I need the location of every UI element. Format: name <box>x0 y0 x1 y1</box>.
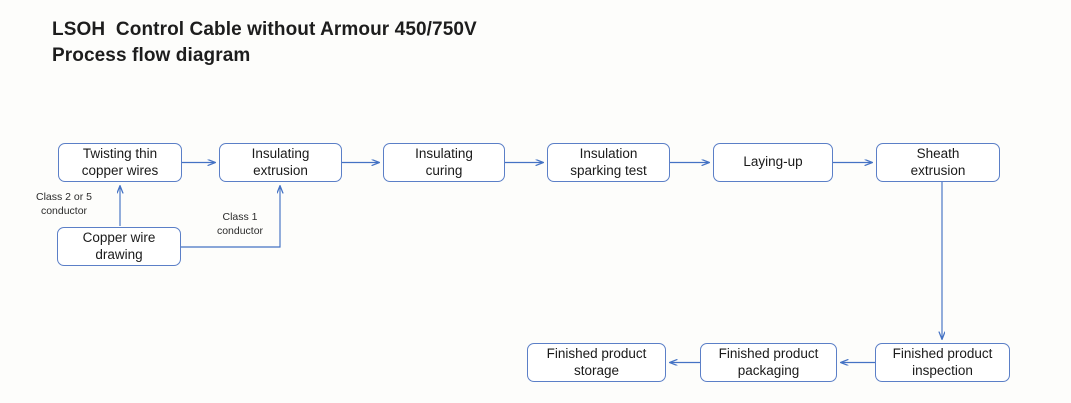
node-finished-product-inspection[interactable]: Finished product inspection <box>875 343 1010 382</box>
page-title: LSOH Control Cable without Armour 450/75… <box>52 17 752 69</box>
node-label: Finished product packaging <box>718 346 819 378</box>
node-laying-up[interactable]: Laying-up <box>713 143 833 182</box>
node-label: Laying-up <box>743 154 803 170</box>
node-label: Finished product inspection <box>892 346 993 378</box>
node-label: Finished product storage <box>546 346 647 378</box>
node-insulating-extrusion[interactable]: Insulating extrusion <box>219 143 342 182</box>
node-copper-wire-drawing[interactable]: Copper wire drawing <box>57 227 181 266</box>
node-label: Sheath extrusion <box>910 146 966 178</box>
node-label: Copper wire drawing <box>82 230 156 262</box>
node-insulating-curing[interactable]: Insulating curing <box>383 143 505 182</box>
node-label: Twisting thin copper wires <box>81 146 159 178</box>
edge-label-class-2-or-5-conductor: Class 2 or 5 conductor <box>35 191 93 217</box>
node-finished-product-packaging[interactable]: Finished product packaging <box>700 343 837 382</box>
edge-label-class-1-conductor: Class 1 conductor <box>216 211 264 237</box>
node-sheath-extrusion[interactable]: Sheath extrusion <box>876 143 1000 182</box>
node-insulation-sparking-test[interactable]: Insulation sparking test <box>547 143 670 182</box>
title-line-1: LSOH Control Cable without Armour 450/75… <box>52 19 477 40</box>
node-finished-product-storage[interactable]: Finished product storage <box>527 343 666 382</box>
node-twisting-thin-copper-wires[interactable]: Twisting thin copper wires <box>58 143 182 182</box>
node-label: Insulation sparking test <box>570 146 647 178</box>
node-label: Insulating extrusion <box>251 146 310 178</box>
node-label: Insulating curing <box>415 146 473 178</box>
title-line-2: Process flow diagram <box>52 45 251 67</box>
